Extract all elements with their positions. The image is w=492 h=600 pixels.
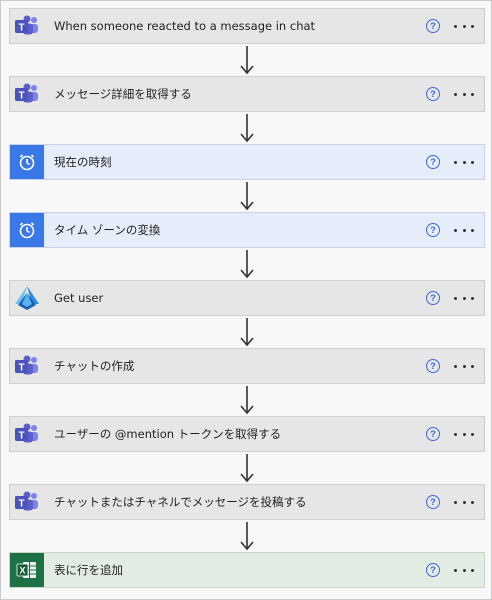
- step-title: 表に行を追加: [54, 563, 123, 577]
- svg-text:T: T: [18, 91, 24, 102]
- step-card-add-row-to-table[interactable]: X 表に行を追加 ?: [9, 552, 485, 588]
- help-icon[interactable]: ?: [426, 495, 440, 509]
- arrow-down-icon: [240, 182, 254, 211]
- teams-icon: T: [10, 417, 44, 451]
- step-card-get-message-details[interactable]: T メッセージ詳細を取得する ?: [9, 76, 485, 112]
- step-card-create-chat[interactable]: T チャットの作成 ?: [9, 348, 485, 384]
- arrow-down-icon: [240, 114, 254, 143]
- step-title: ユーザーの @mention トークンを取得する: [54, 427, 282, 441]
- step-title: タイム ゾーンの変換: [54, 223, 161, 237]
- arrow-down-icon: [240, 386, 254, 415]
- more-options-icon[interactable]: [454, 24, 474, 28]
- svg-text:X: X: [19, 566, 25, 576]
- arrow-down-icon: [240, 454, 254, 483]
- more-options-icon[interactable]: [454, 92, 474, 96]
- step-card-current-time[interactable]: 現在の時刻 ?: [9, 144, 485, 180]
- step-title: 現在の時刻: [54, 155, 112, 169]
- help-icon[interactable]: ?: [426, 19, 440, 33]
- step-title: Get user: [54, 291, 104, 305]
- clock-icon: [10, 213, 44, 247]
- arrow-down-icon: [240, 318, 254, 347]
- step-card-get-user[interactable]: Get user ?: [9, 280, 485, 316]
- help-icon[interactable]: ?: [426, 563, 440, 577]
- more-options-icon[interactable]: [454, 432, 474, 436]
- more-options-icon[interactable]: [454, 500, 474, 504]
- arrow-down-icon: [240, 46, 254, 75]
- step-card-post-message[interactable]: T チャットまたはチャネルでメッセージを投稿する ?: [9, 484, 485, 520]
- help-icon[interactable]: ?: [426, 359, 440, 373]
- help-icon[interactable]: ?: [426, 223, 440, 237]
- help-icon[interactable]: ?: [426, 427, 440, 441]
- teams-icon: T: [10, 9, 44, 43]
- teams-icon: T: [10, 485, 44, 519]
- help-icon[interactable]: ?: [426, 87, 440, 101]
- more-options-icon[interactable]: [454, 228, 474, 232]
- step-card-chat-reaction-trigger[interactable]: T When someone reacted to a message in c…: [9, 8, 485, 44]
- step-title: チャットの作成: [54, 359, 135, 373]
- step-card-convert-time-zone[interactable]: タイム ゾーンの変換 ?: [9, 212, 485, 248]
- svg-text:T: T: [18, 499, 24, 510]
- arrow-down-icon: [240, 522, 254, 551]
- step-title: チャットまたはチャネルでメッセージを投稿する: [54, 495, 307, 509]
- more-options-icon[interactable]: [454, 296, 474, 300]
- step-title: メッセージ詳細を取得する: [54, 87, 192, 101]
- step-title: When someone reacted to a message in cha…: [54, 19, 316, 33]
- excel-icon: X: [10, 553, 44, 587]
- help-icon[interactable]: ?: [426, 155, 440, 169]
- svg-text:T: T: [18, 363, 24, 374]
- azure-ad-icon: [10, 281, 44, 315]
- teams-icon: T: [10, 77, 44, 111]
- arrow-down-icon: [240, 250, 254, 279]
- more-options-icon[interactable]: [454, 568, 474, 572]
- help-icon[interactable]: ?: [426, 291, 440, 305]
- svg-text:T: T: [18, 431, 24, 442]
- more-options-icon[interactable]: [454, 364, 474, 368]
- svg-text:T: T: [18, 23, 24, 34]
- teams-icon: T: [10, 349, 44, 383]
- step-card-get-mention-token[interactable]: T ユーザーの @mention トークンを取得する ?: [9, 416, 485, 452]
- more-options-icon[interactable]: [454, 160, 474, 164]
- clock-icon: [10, 145, 44, 179]
